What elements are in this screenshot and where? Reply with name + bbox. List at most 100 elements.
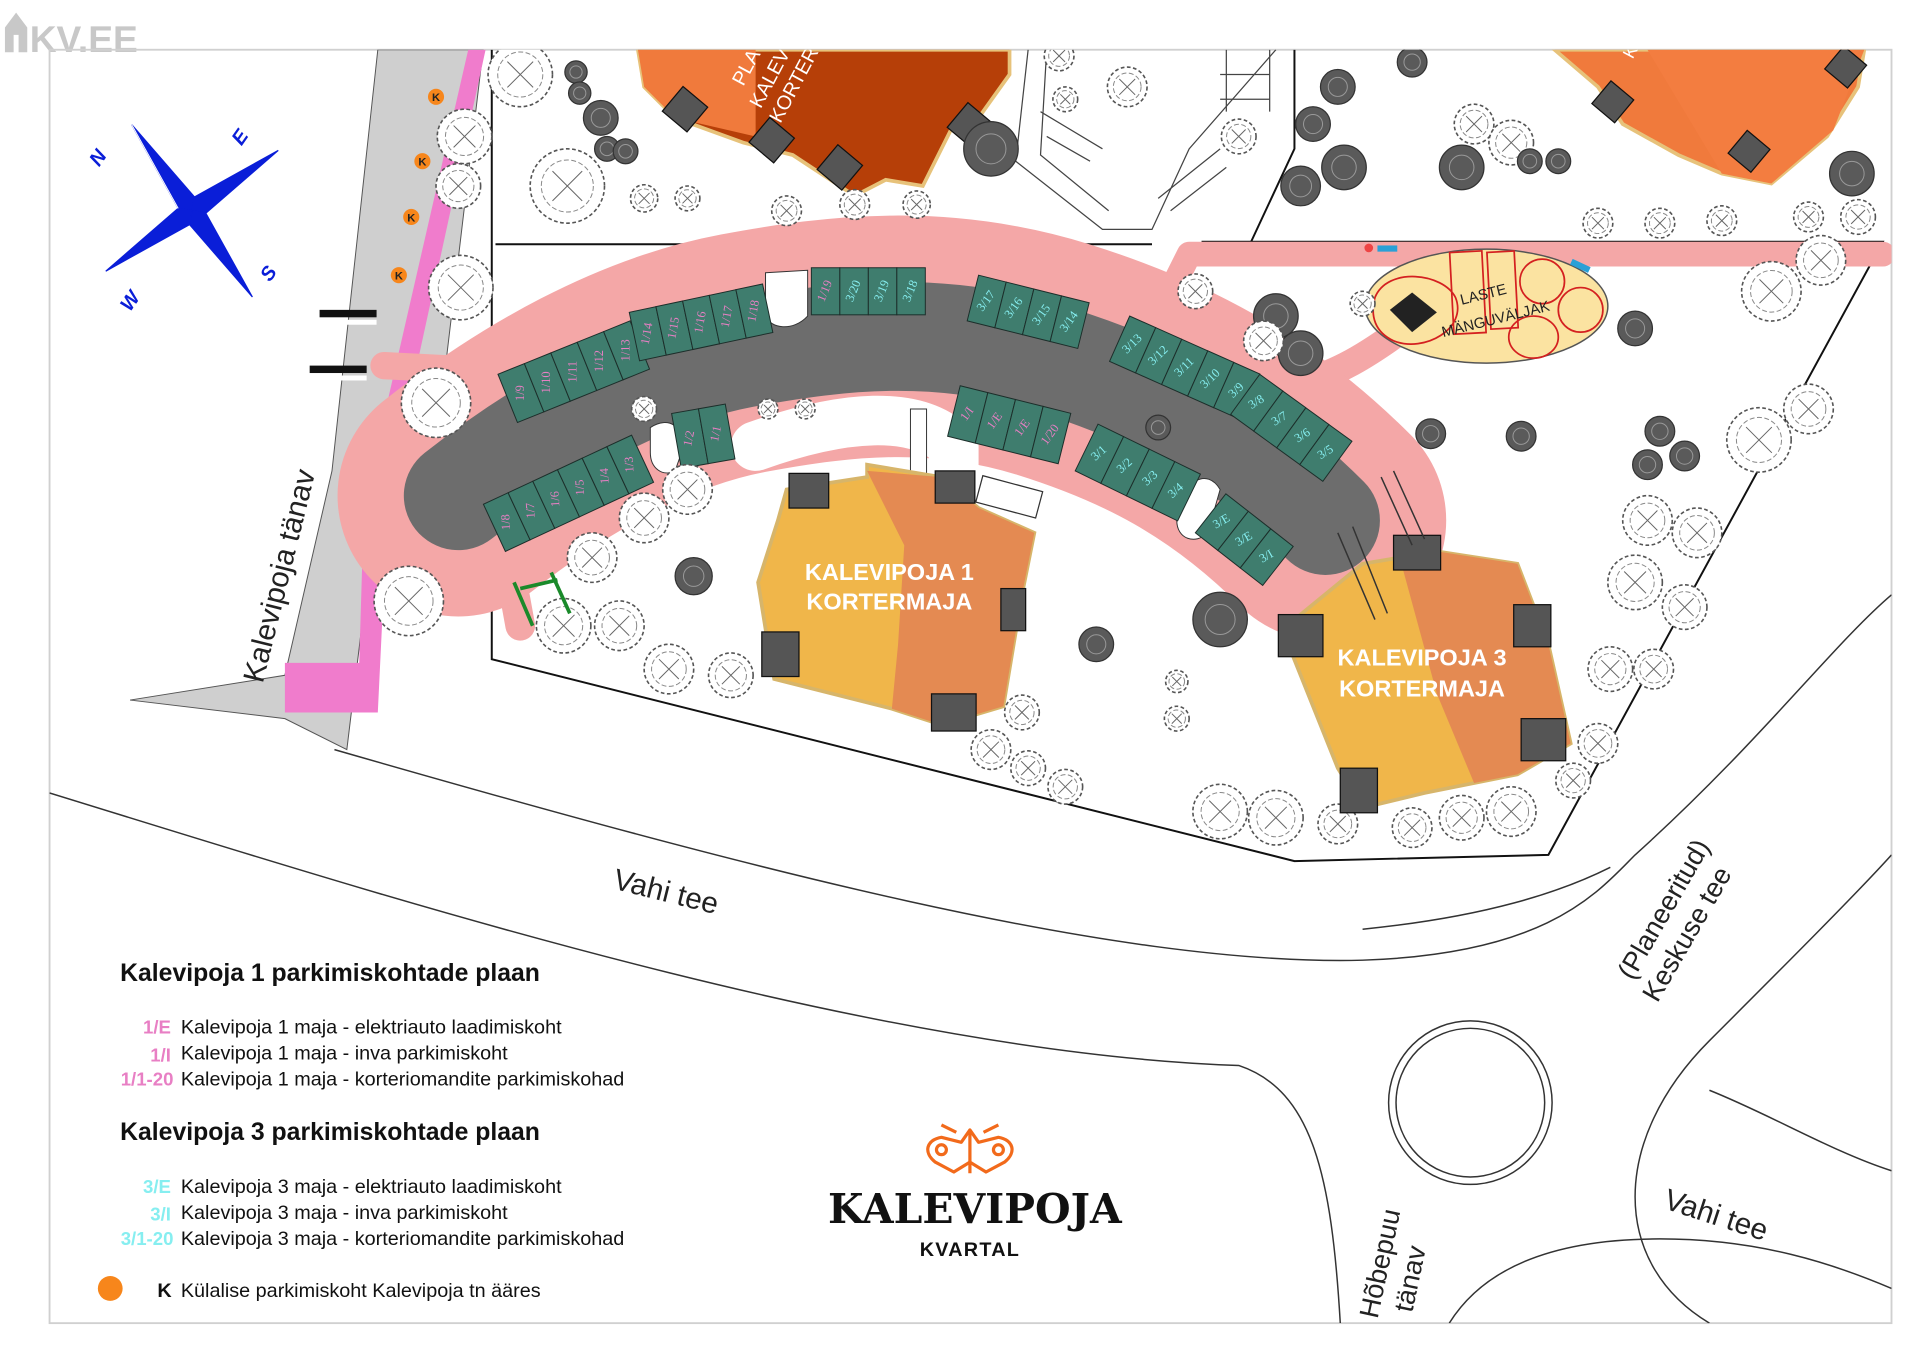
tree-icon xyxy=(1644,415,1676,447)
playground: LASTE MÄNGUVÄLJAK xyxy=(1364,248,1609,364)
svg-text:Kalevipoja 1 maja - inva parki: Kalevipoja 1 maja - inva parkimiskoht xyxy=(181,1042,508,1064)
guest-parking-marker: K xyxy=(414,153,431,170)
parking-slot: 1/I xyxy=(947,385,989,444)
svg-text:3/1-20: 3/1-20 xyxy=(121,1228,174,1249)
tree-icon xyxy=(1415,418,1447,450)
tree-icon xyxy=(1617,310,1654,347)
tree-icon xyxy=(1295,106,1331,143)
parking-row: 1/2 1/1 xyxy=(671,403,736,469)
tree-icon xyxy=(630,395,658,423)
parking-slot: 1/1 xyxy=(697,403,736,465)
tree-icon xyxy=(535,597,592,654)
parking-slot: 1/15 xyxy=(655,300,694,356)
tree-icon xyxy=(567,81,592,105)
svg-text:Kalevipoja 3 maja - korterioma: Kalevipoja 3 maja - korteriomandite park… xyxy=(181,1228,624,1250)
tree-icon xyxy=(1839,198,1877,236)
tree-icon xyxy=(1607,554,1664,611)
svg-text:Kalevipoja 3 maja - elektriaut: Kalevipoja 3 maja - elektriauto laadimis… xyxy=(181,1176,562,1198)
parking-slot-label: 1/10 xyxy=(539,371,553,393)
parking-slot: 3/13 xyxy=(1108,315,1157,374)
parking-slot-label: 1/I xyxy=(957,404,976,423)
kv-ee-watermark: KV.EE xyxy=(4,12,138,60)
parking-slot-label: 1/18 xyxy=(744,299,762,323)
tree-icon xyxy=(629,183,659,213)
svg-text:N: N xyxy=(85,145,112,170)
tree-icon xyxy=(1052,86,1079,113)
tree-icon xyxy=(1485,785,1537,838)
parking-slot: 3/16 xyxy=(994,281,1035,336)
parking-slot: 3/I xyxy=(1239,528,1294,587)
tree-icon xyxy=(674,185,701,212)
svg-text:1/E: 1/E xyxy=(143,1016,171,1037)
tree-icon xyxy=(1516,148,1543,175)
tree-icon xyxy=(1220,118,1257,155)
parking-slot: 3/3 xyxy=(1125,448,1176,510)
tree-icon xyxy=(1792,201,1825,233)
tree-icon xyxy=(1391,807,1433,849)
tree-icon xyxy=(1828,150,1875,197)
parking-slot: 3/14 xyxy=(1049,295,1090,350)
parking-slot: 1/E xyxy=(1002,398,1044,458)
neighbour-parking xyxy=(1015,49,1277,230)
parking-slot: 3/18 xyxy=(896,267,926,316)
street-label-vahi-tee-2: Vahi tee xyxy=(1660,1183,1772,1247)
parking-slot-label: 1/13 xyxy=(618,339,632,361)
tree-icon xyxy=(1319,68,1356,105)
tree-icon xyxy=(757,398,779,420)
parking-slot: 1/4 xyxy=(581,446,630,507)
parking-slot: 3/7 xyxy=(1253,390,1307,449)
tree-icon xyxy=(1003,694,1041,731)
tree-icon xyxy=(566,532,618,584)
tree-icon xyxy=(1795,234,1847,286)
parking-slot-label: 1/3 xyxy=(622,456,637,473)
tree-icon xyxy=(436,108,493,165)
parking-slot-label: 1/15 xyxy=(664,316,682,340)
planned-building-left: PLA KALEV KORTER xyxy=(636,49,1012,199)
parking-slot-label: 1/4 xyxy=(597,468,612,485)
svg-text:KORTERMAJA: KORTERMAJA xyxy=(806,589,972,615)
svg-text:KALEVIPOJA 3: KALEVIPOJA 3 xyxy=(1338,644,1507,670)
parking-row: 3/83/73/63/5 xyxy=(1229,373,1353,483)
kalevipoja-kvartal-logo: KALEVIPOJA KVARTAL xyxy=(828,1123,1123,1261)
guest-parking-markers: K K K K xyxy=(390,88,445,284)
svg-text:KALEVIPOJA: KALEVIPOJA xyxy=(828,1185,1123,1233)
tree-icon xyxy=(1740,260,1802,322)
tree-icon xyxy=(1671,507,1723,559)
tree-icon xyxy=(593,600,645,652)
parking-slot: 1/3 xyxy=(606,434,655,495)
tree-icon xyxy=(794,398,816,420)
tree-icon xyxy=(674,556,713,596)
tree-icon xyxy=(582,99,619,136)
svg-text:K: K xyxy=(1618,42,1641,62)
tree-icon xyxy=(1280,165,1322,207)
parking-slot-label: 1/17 xyxy=(718,304,736,328)
svg-text:Kalevipoja 3 maja - inva parki: Kalevipoja 3 maja - inva parkimiskoht xyxy=(181,1202,508,1224)
parking-slot: 1/12 xyxy=(576,330,624,392)
tree-icon xyxy=(839,188,871,221)
svg-text:K: K xyxy=(432,92,440,104)
parking-slot-label: 1/7 xyxy=(523,502,538,519)
tree-icon xyxy=(1669,440,1701,472)
parking-slot-label: 3/I xyxy=(1257,547,1276,566)
legend: Kalevipoja 1 parkimiskohtade plaan 1/E K… xyxy=(97,960,624,1302)
parking-row: 3/13/23/33/4 xyxy=(1074,423,1202,522)
parking-slot-label: 1/8 xyxy=(498,514,513,531)
svg-text:E: E xyxy=(228,125,254,149)
tree-icon xyxy=(1145,414,1172,441)
tree-icon xyxy=(529,148,606,224)
tree-icon xyxy=(1621,494,1674,547)
tree-icon xyxy=(373,565,445,637)
parking-slot-label: 1/1 xyxy=(707,424,724,442)
parking-slot-label: 1/12 xyxy=(592,350,606,372)
parking-slot-label: 1/2 xyxy=(680,429,697,447)
tree-icon xyxy=(1582,207,1614,239)
tree-icon xyxy=(1009,750,1047,787)
parking-slot: 1/9 xyxy=(497,362,545,424)
svg-text:K: K xyxy=(395,271,403,283)
tree-icon xyxy=(1317,803,1359,845)
tree-icon xyxy=(1164,669,1189,694)
tree-icon xyxy=(1633,648,1675,690)
svg-text:K: K xyxy=(407,212,415,224)
